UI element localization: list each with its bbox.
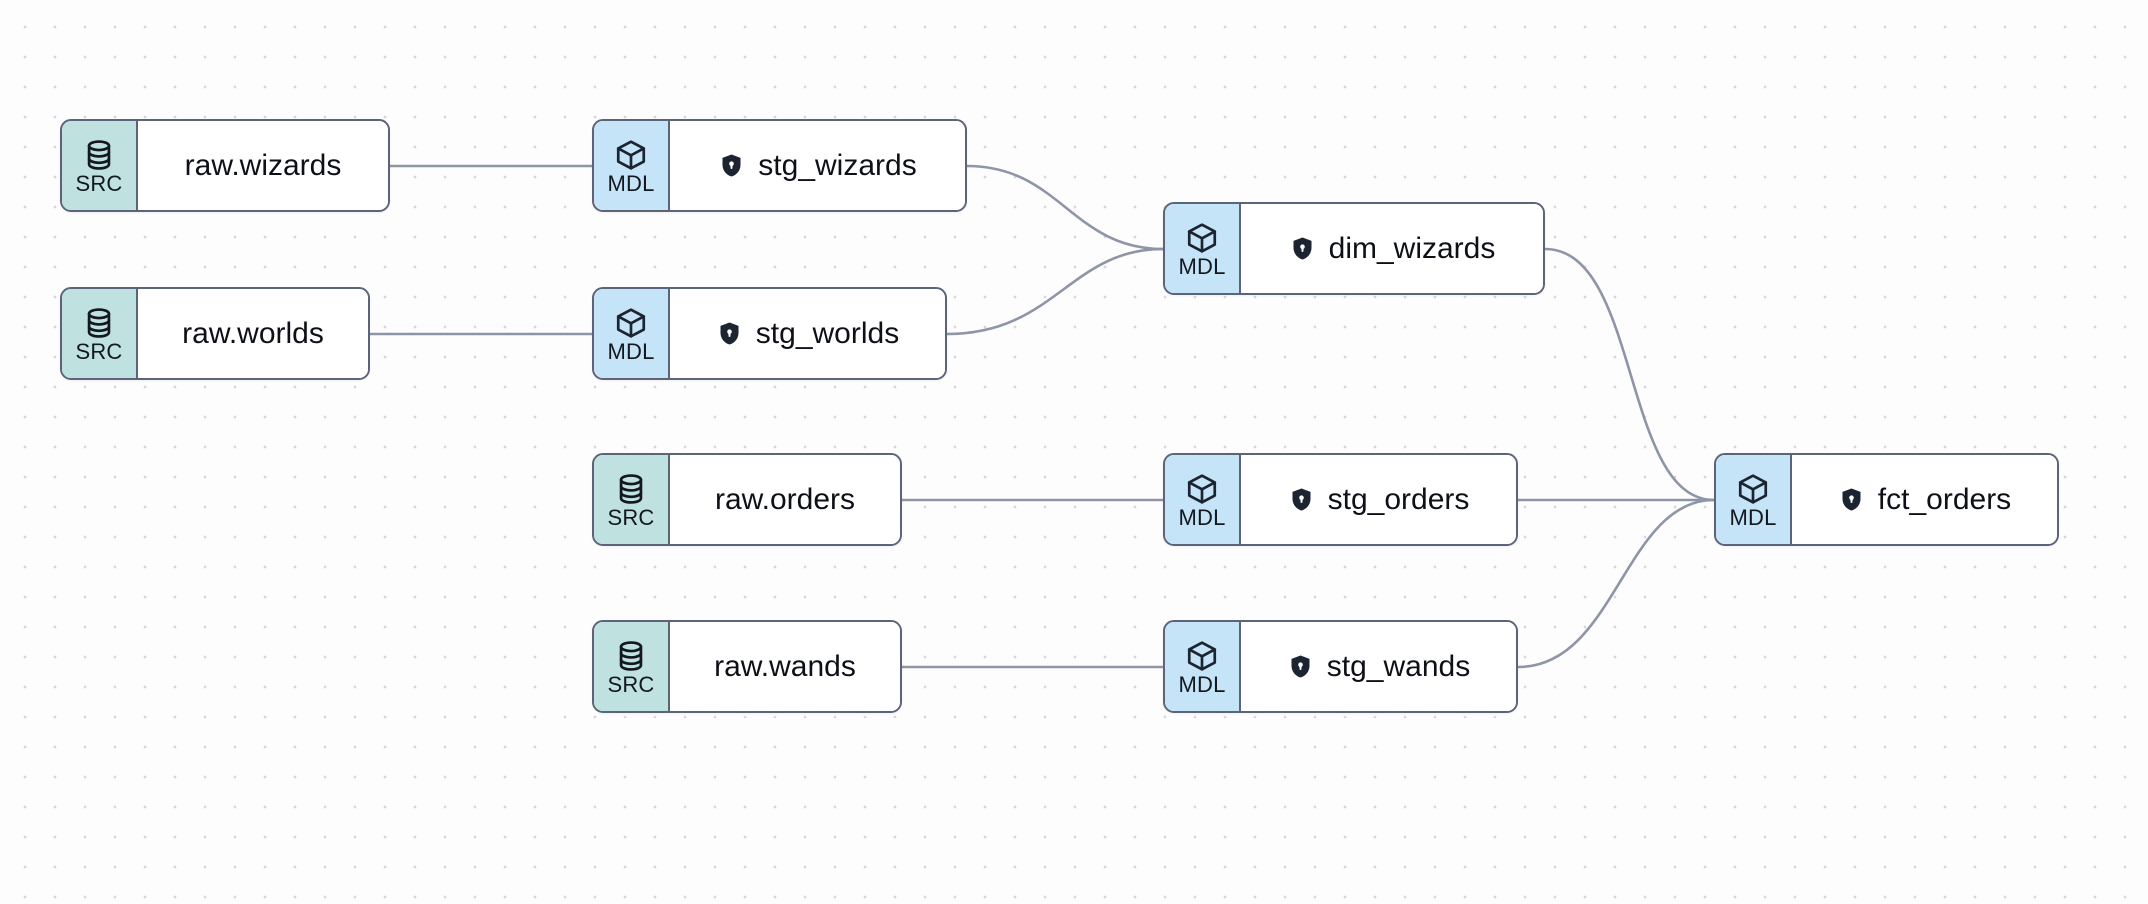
node-dim-wizards[interactable]: MDL dim_wizards (1163, 202, 1545, 295)
cube-icon (614, 306, 648, 340)
node-body: stg_wands (1241, 622, 1516, 711)
node-badge-src: SRC (62, 121, 138, 210)
node-label: dim_wizards (1328, 231, 1496, 265)
shield-lock-icon (718, 152, 745, 179)
node-label: fct_orders (1877, 482, 2012, 516)
cube-icon (1185, 221, 1219, 255)
shield-lock-icon (1288, 486, 1315, 513)
node-badge-src: SRC (594, 455, 670, 544)
node-label: raw.wizards (184, 148, 342, 182)
shield-lock-icon (1287, 653, 1314, 680)
node-label: raw.wands (714, 649, 856, 683)
database-icon (614, 472, 648, 506)
node-label: raw.orders (714, 482, 856, 516)
node-badge-mdl: MDL (594, 121, 670, 210)
node-body: stg_orders (1241, 455, 1516, 544)
node-fct-orders[interactable]: MDL fct_orders (1714, 453, 2059, 546)
node-body: stg_worlds (670, 289, 945, 378)
cube-icon (1185, 472, 1219, 506)
node-badge-label: SRC (75, 171, 123, 196)
node-body: dim_wizards (1241, 204, 1543, 293)
node-label: stg_worlds (755, 316, 900, 350)
node-badge-src: SRC (594, 622, 670, 711)
node-label: stg_orders (1327, 482, 1470, 516)
node-body: raw.wands (670, 622, 900, 711)
node-stg-orders[interactable]: MDL stg_orders (1163, 453, 1518, 546)
node-badge-label: SRC (75, 339, 123, 364)
node-label: stg_wizards (758, 148, 917, 182)
node-badge-label: MDL (1729, 505, 1777, 530)
node-raw-wands[interactable]: SRC raw.wands (592, 620, 902, 713)
node-badge-src: SRC (62, 289, 138, 378)
node-body: raw.wizards (138, 121, 388, 210)
node-label: raw.worlds (182, 316, 324, 350)
node-label: stg_wands (1326, 649, 1471, 683)
database-icon (82, 138, 116, 172)
node-badge-label: SRC (607, 672, 655, 697)
node-badge-label: MDL (607, 339, 655, 364)
node-stg-wizards[interactable]: MDL stg_wizards (592, 119, 967, 212)
node-badge-mdl: MDL (1165, 455, 1241, 544)
node-body: fct_orders (1792, 455, 2057, 544)
node-badge-label: MDL (607, 171, 655, 196)
edge-stg-wizards-to-dim-wizards (965, 164, 1165, 251)
node-raw-wizards[interactable]: SRC raw.wizards (60, 119, 390, 212)
node-body: raw.orders (670, 455, 900, 544)
node-stg-wands[interactable]: MDL stg_wands (1163, 620, 1518, 713)
node-body: stg_wizards (670, 121, 965, 210)
node-badge-mdl: MDL (1165, 204, 1241, 293)
cube-icon (614, 138, 648, 172)
node-stg-worlds[interactable]: MDL stg_worlds (592, 287, 947, 380)
node-badge-label: MDL (1178, 672, 1226, 697)
edge-stg-wands-to-fct-orders (1516, 498, 1716, 669)
node-badge-label: MDL (1178, 254, 1226, 279)
node-badge-mdl: MDL (594, 289, 670, 378)
node-raw-worlds[interactable]: SRC raw.worlds (60, 287, 370, 380)
cube-icon (1736, 472, 1770, 506)
node-badge-mdl: MDL (1716, 455, 1792, 544)
cube-icon (1185, 639, 1219, 673)
edge-dim-wizards-to-fct-orders (1543, 247, 1716, 502)
edge-stg-worlds-to-dim-wizards (945, 247, 1165, 336)
shield-lock-icon (716, 320, 743, 347)
shield-lock-icon (1838, 486, 1865, 513)
node-raw-orders[interactable]: SRC raw.orders (592, 453, 902, 546)
node-badge-mdl: MDL (1165, 622, 1241, 711)
node-body: raw.worlds (138, 289, 368, 378)
node-badge-label: SRC (607, 505, 655, 530)
database-icon (614, 639, 648, 673)
node-badge-label: MDL (1178, 505, 1226, 530)
database-icon (82, 306, 116, 340)
shield-lock-icon (1289, 235, 1316, 262)
